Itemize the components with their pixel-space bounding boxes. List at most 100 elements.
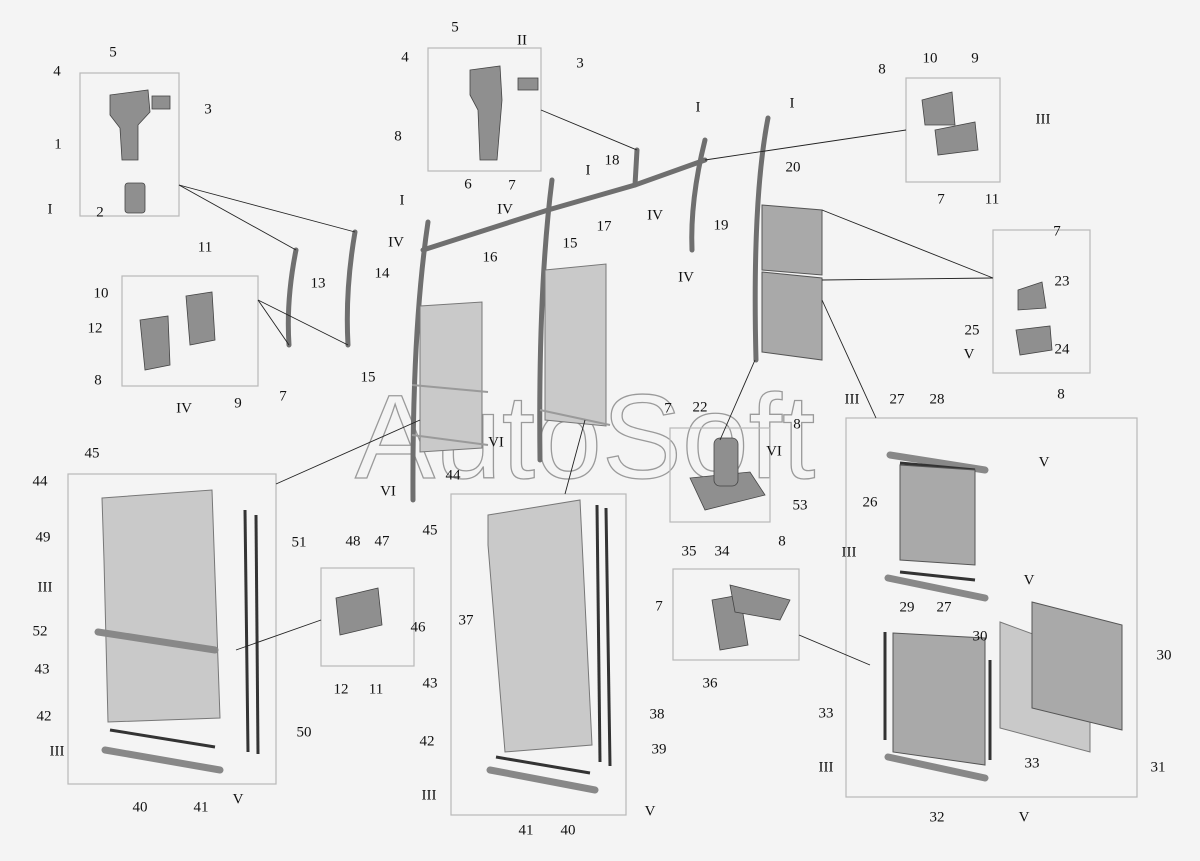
- callout-label-III: III: [422, 787, 437, 803]
- frame-assembly: [285, 115, 823, 503]
- detail-box-I: [79, 72, 180, 217]
- leader-line: [719, 359, 756, 441]
- seal-38: [595, 504, 602, 763]
- callout-label-51: 51: [292, 534, 307, 550]
- leader-line: [257, 299, 349, 346]
- callout-label-50: 50: [297, 724, 312, 740]
- callout-label-III: III: [50, 743, 65, 759]
- frame-post-20: [752, 115, 771, 363]
- callout-label-IV: IV: [497, 201, 513, 217]
- frame-post-19: [689, 137, 708, 253]
- callout-label-I: I: [790, 95, 795, 111]
- detail-box-34: [672, 568, 800, 661]
- detail-box-middle-screen: [450, 493, 627, 816]
- callout-label-IV: IV: [647, 207, 663, 223]
- callout-label-7: 7: [664, 400, 672, 416]
- leader-line: [821, 277, 994, 281]
- callout-label-18: 18: [605, 152, 620, 168]
- callout-label-11: 11: [369, 681, 383, 697]
- seal-51: [243, 509, 250, 753]
- callout-label-V: V: [645, 803, 656, 819]
- callout-label-5: 5: [451, 19, 459, 35]
- callout-label-8: 8: [94, 372, 102, 388]
- callout-label-34: 34: [715, 543, 731, 559]
- screen-panel-mid: [544, 263, 607, 427]
- screen-panel-left: [419, 301, 483, 453]
- rod-41: [101, 746, 224, 774]
- part-1-bracket: [109, 89, 151, 161]
- leader-line: [704, 129, 907, 161]
- part-23-clamp: [1017, 281, 1047, 311]
- callout-label-V: V: [1039, 454, 1050, 470]
- callout-label-45: 45: [423, 522, 438, 538]
- frame-post-13: [285, 247, 299, 348]
- callout-label-1: 1: [54, 136, 62, 152]
- callout-label-44: 44: [446, 467, 462, 483]
- part-34-hinge: [729, 584, 791, 621]
- detail-box-V: [992, 229, 1091, 374]
- leader-line: [178, 184, 356, 233]
- seal-40: [109, 728, 216, 749]
- callout-label-27: 27: [890, 391, 906, 407]
- callout-label-30: 30: [973, 628, 988, 644]
- callout-label-7: 7: [1053, 223, 1061, 239]
- part-46-clamp: [335, 587, 383, 636]
- callout-label-31: 31: [1151, 759, 1166, 775]
- callout-label-29: 29: [900, 599, 915, 615]
- callout-label-7: 7: [937, 191, 945, 207]
- callout-label-47: 47: [375, 533, 391, 549]
- callout-label-36: 36: [703, 675, 719, 691]
- callout-label-27: 27: [937, 599, 953, 615]
- callout-label-46: 46: [411, 619, 427, 635]
- callout-label-I: I: [400, 192, 405, 208]
- callout-label-26: 26: [863, 494, 879, 510]
- callout-label-39: 39: [652, 741, 667, 757]
- panel-30-front: [892, 632, 986, 766]
- leader-line: [257, 299, 290, 346]
- callout-label-52: 52: [33, 623, 48, 639]
- leader-line: [178, 184, 297, 251]
- callout-label-44: 44: [33, 473, 49, 489]
- callout-label-43: 43: [423, 675, 438, 691]
- callout-label-41: 41: [519, 822, 534, 838]
- callout-label-32: 32: [930, 809, 945, 825]
- callout-label-V: V: [1024, 572, 1035, 588]
- rod-41: [486, 766, 599, 794]
- callout-label-10: 10: [94, 285, 109, 301]
- callout-label-4: 4: [401, 49, 409, 65]
- panel-30-back: [1031, 601, 1123, 731]
- callout-label-12: 12: [88, 320, 103, 336]
- part-9-clamp: [934, 121, 979, 156]
- part-53-socket: [713, 437, 739, 487]
- callout-label-33: 33: [819, 705, 834, 721]
- callout-label-49: 49: [36, 529, 51, 545]
- connector-lines: [178, 109, 994, 666]
- rod-32: [884, 753, 989, 782]
- detail-box-left-screen: [67, 473, 277, 785]
- leader-line: [821, 299, 877, 419]
- seal-40: [495, 755, 591, 775]
- callout-label-VI: VI: [766, 443, 782, 459]
- callout-label-3: 3: [576, 55, 584, 71]
- callout-label-38: 38: [650, 706, 665, 722]
- rod-28: [886, 451, 989, 474]
- callout-label-V: V: [233, 791, 244, 807]
- crossbar: [411, 434, 489, 446]
- callout-label-III: III: [38, 579, 53, 595]
- callout-label-I: I: [48, 201, 53, 217]
- callout-label-8: 8: [394, 128, 402, 144]
- callout-label-17: 17: [597, 218, 613, 234]
- callout-label-28: 28: [930, 391, 945, 407]
- callout-label-VI: VI: [488, 434, 504, 450]
- callout-label-20: 20: [786, 159, 801, 175]
- callout-label-8: 8: [793, 416, 801, 432]
- screen-panel-49: [101, 489, 221, 723]
- rod-29: [884, 574, 989, 602]
- seal-50: [254, 514, 260, 755]
- callout-label-12: 12: [334, 681, 349, 697]
- callout-label-15: 15: [361, 369, 376, 385]
- callout-label-9: 9: [234, 395, 242, 411]
- screen-panel-lower: [761, 271, 823, 361]
